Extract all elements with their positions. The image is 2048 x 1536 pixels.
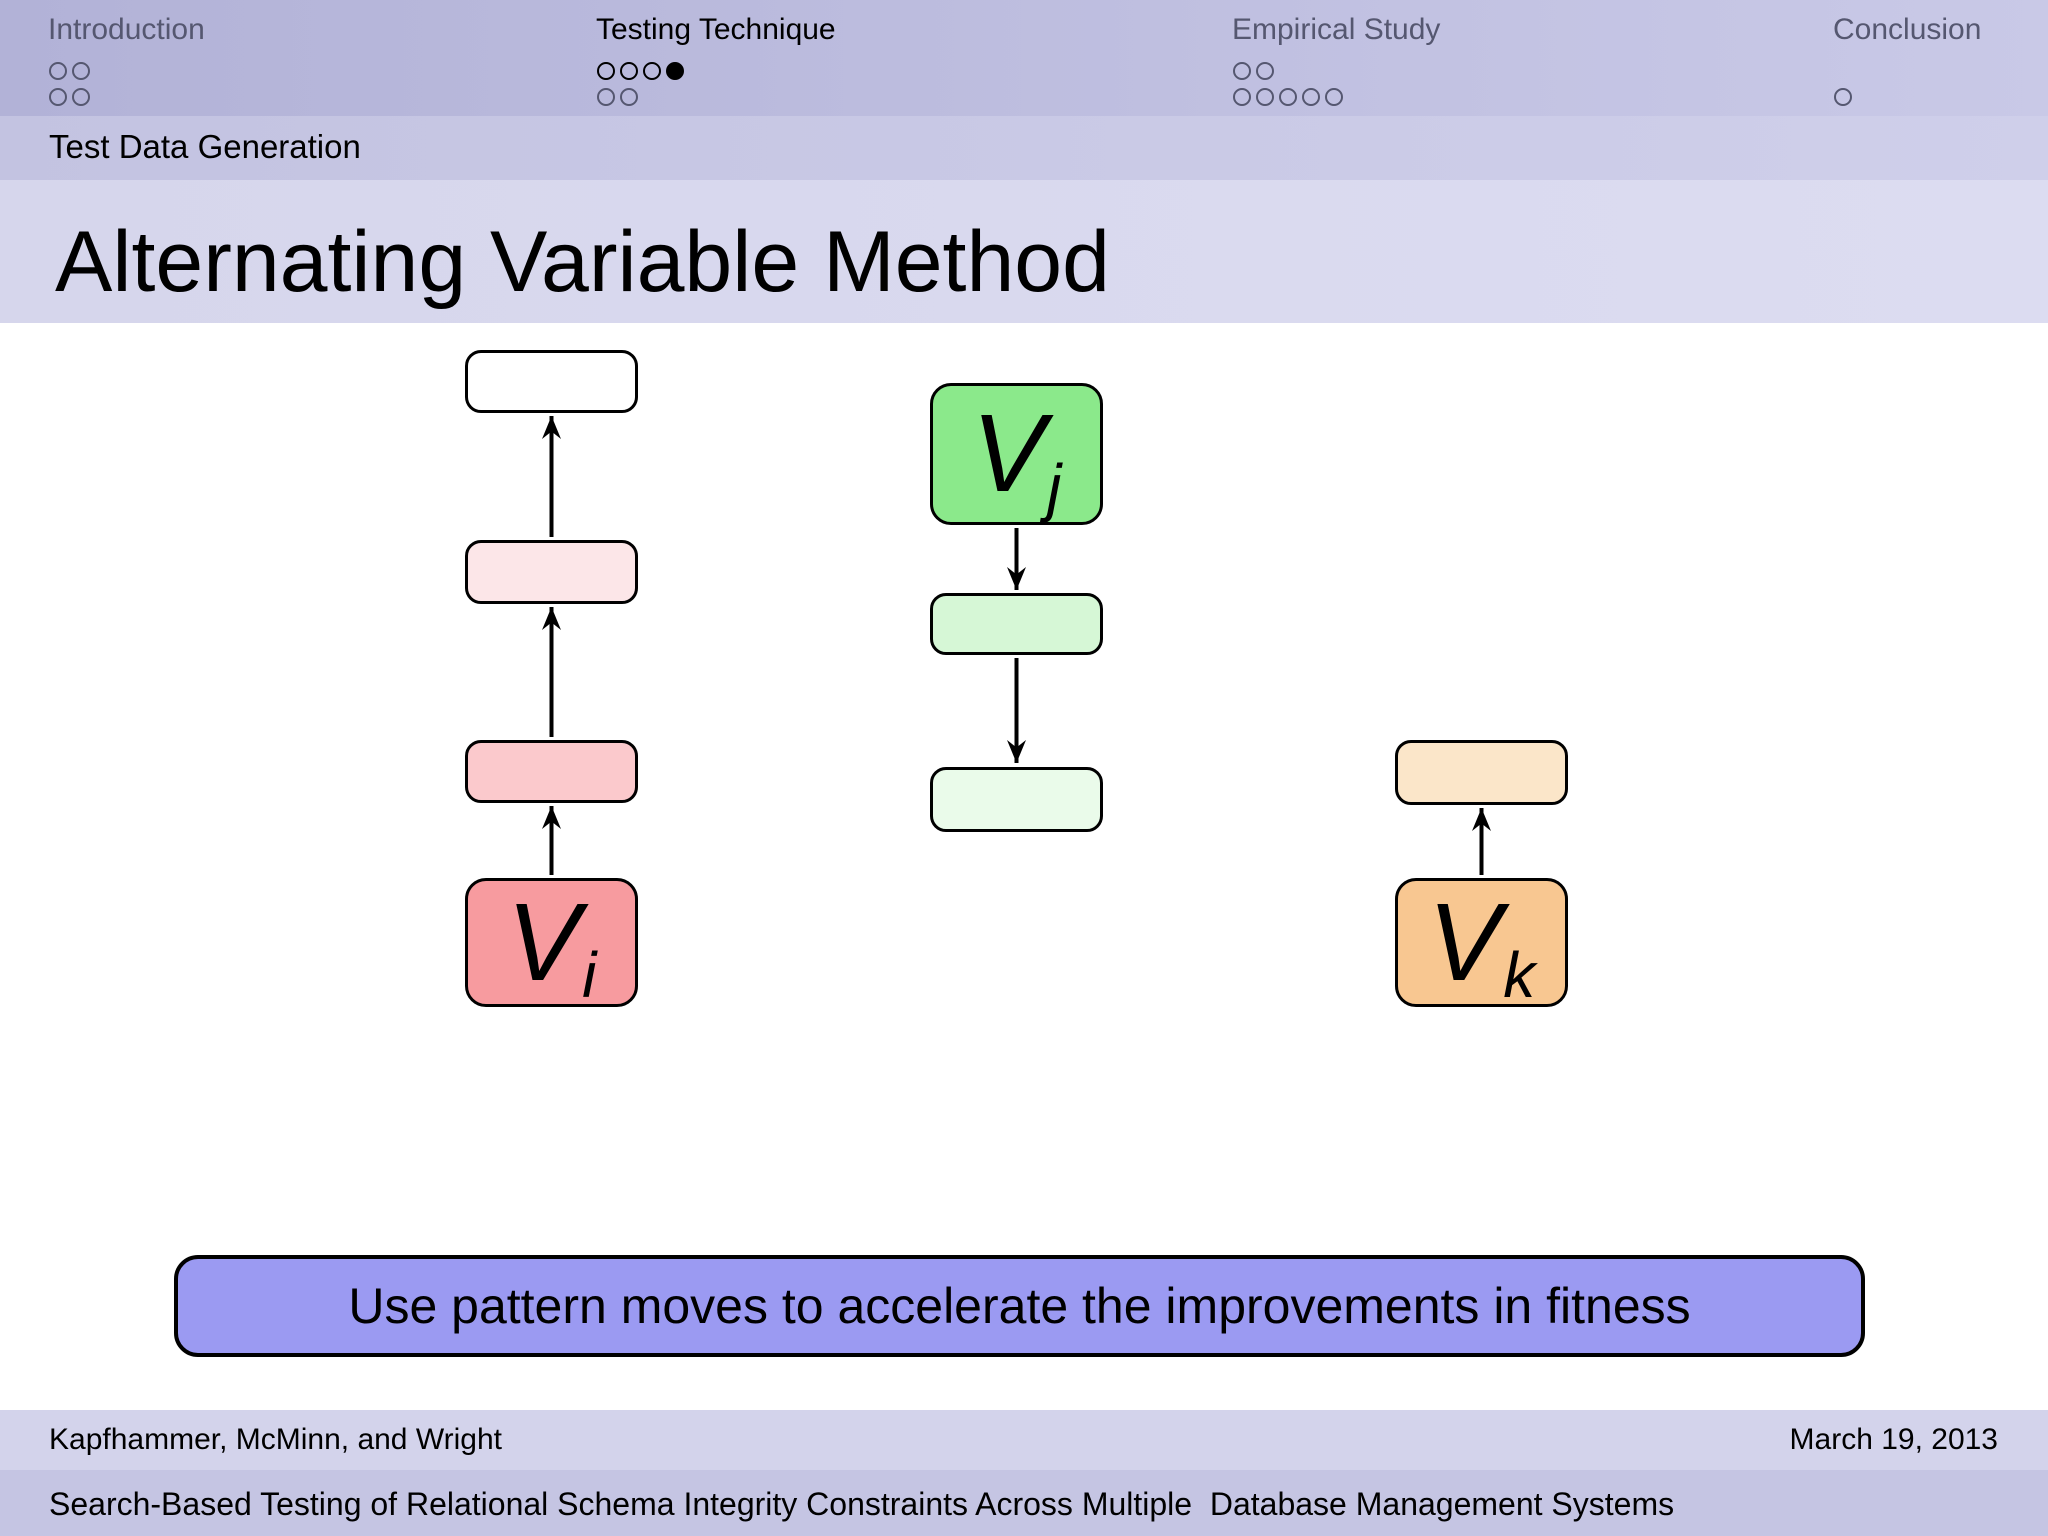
slide-dot[interactable] bbox=[597, 62, 615, 80]
variable-label-vk: Vk bbox=[1427, 880, 1536, 1012]
diagram-box-vi-top bbox=[465, 350, 638, 413]
slide-dot[interactable] bbox=[620, 62, 638, 80]
variable-label-vj: Vj bbox=[971, 392, 1062, 523]
nav-section-label-empirical-study[interactable]: Empirical Study bbox=[1232, 13, 1441, 46]
nav-dot-row bbox=[49, 88, 90, 106]
subsection-bar bbox=[0, 116, 2048, 180]
frame-title-band bbox=[0, 180, 2048, 323]
callout-box: Use pattern moves to accelerate the impr… bbox=[174, 1255, 1865, 1357]
diagram-box-vk-top bbox=[1395, 740, 1568, 805]
section-nav-bar: Introduction Testing Technique Empirical S… bbox=[0, 0, 2048, 116]
slide-dot[interactable] bbox=[72, 88, 90, 106]
nav-section-label-testing-technique[interactable]: Testing Technique bbox=[596, 13, 836, 46]
nav-dot-row bbox=[597, 88, 638, 106]
nav-dot-row bbox=[1233, 88, 1343, 106]
slide-dot[interactable] bbox=[1279, 88, 1297, 106]
slide-dot[interactable] bbox=[1233, 88, 1251, 106]
variable-label-vi: Vi bbox=[506, 880, 597, 1012]
subsection-title: Test Data Generation bbox=[49, 128, 361, 165]
diagram-box-vj: Vj bbox=[930, 383, 1103, 525]
diagram-box-vj-bot bbox=[930, 767, 1103, 832]
slide-dot[interactable] bbox=[1834, 88, 1852, 106]
callout-text: Use pattern moves to accelerate the impr… bbox=[348, 1278, 1691, 1334]
slide-dot[interactable] bbox=[1325, 88, 1343, 106]
footer-date: March 19, 2013 bbox=[1789, 1423, 1998, 1456]
footer-authors: Kapfhammer, McMinn, and Wright bbox=[49, 1423, 502, 1456]
diagram-box-vj-mid bbox=[930, 593, 1103, 655]
slide-dot[interactable] bbox=[72, 62, 90, 80]
diagram-box-vi-mid2 bbox=[465, 540, 638, 604]
slide-dot[interactable] bbox=[620, 88, 638, 106]
slide-dot[interactable] bbox=[49, 62, 67, 80]
diagram-box-vi-mid1 bbox=[465, 740, 638, 803]
footer-author-bar bbox=[0, 1410, 2048, 1470]
nav-dot-row bbox=[1834, 88, 1852, 106]
slide-dot[interactable] bbox=[597, 88, 615, 106]
nav-section-label-introduction[interactable]: Introduction bbox=[48, 13, 205, 46]
frame-title: Alternating Variable Method bbox=[55, 214, 1110, 310]
footer-paper-title: Search-Based Testing of Relational Schem… bbox=[49, 1486, 1675, 1522]
slide-dot[interactable] bbox=[1233, 62, 1251, 80]
slide-dot[interactable] bbox=[1256, 62, 1274, 80]
nav-dot-row bbox=[597, 62, 684, 80]
slide-dot-current[interactable] bbox=[666, 62, 684, 80]
variable-subscript: i bbox=[582, 939, 597, 1012]
slide-dot[interactable] bbox=[643, 62, 661, 80]
variable-subscript: j bbox=[1047, 450, 1062, 523]
variable-subscript: k bbox=[1503, 939, 1536, 1012]
footer-title-bar bbox=[0, 1470, 2048, 1536]
diagram-box-vi: Vi bbox=[465, 878, 638, 1007]
nav-dot-row bbox=[49, 62, 90, 80]
slide-dot[interactable] bbox=[49, 88, 67, 106]
diagram-box-vk: Vk bbox=[1395, 878, 1568, 1007]
nav-section-label-conclusion[interactable]: Conclusion bbox=[1833, 13, 1982, 46]
slide-dot[interactable] bbox=[1302, 88, 1320, 106]
slide-dot[interactable] bbox=[1256, 88, 1274, 106]
nav-dot-row bbox=[1233, 62, 1274, 80]
